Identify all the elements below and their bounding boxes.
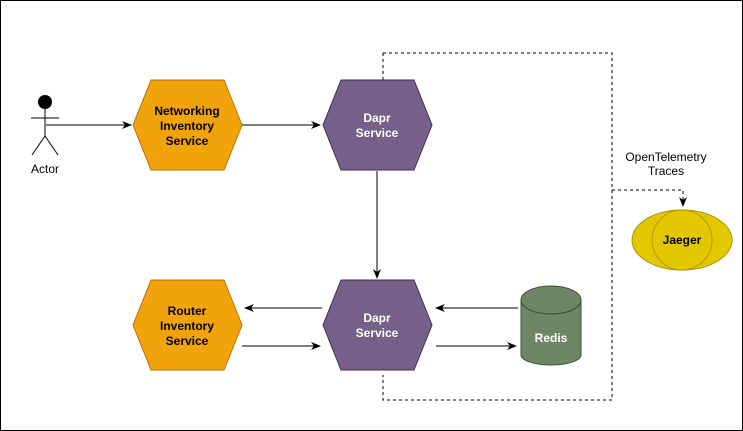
networking-label-line1: Networking bbox=[154, 104, 219, 118]
networking-label-line3: Service bbox=[166, 134, 209, 148]
networking-label-line2: Inventory bbox=[160, 119, 214, 133]
redis-label: Redis bbox=[535, 331, 568, 345]
router-inventory-service-node[interactable] bbox=[132, 279, 243, 371]
dapr-service-bottom-node[interactable] bbox=[322, 279, 433, 371]
jaeger-node[interactable] bbox=[631, 209, 733, 271]
otel-label-line2: Traces bbox=[648, 164, 684, 178]
actor-icon bbox=[31, 95, 59, 156]
dapr-service-top-node[interactable] bbox=[322, 79, 433, 171]
actor-label: Actor bbox=[31, 162, 59, 176]
tracing-boundary bbox=[382, 52, 613, 401]
jaeger-label: Jaeger bbox=[663, 233, 702, 247]
router-label-line2: Inventory bbox=[160, 319, 214, 333]
redis-node[interactable] bbox=[520, 285, 582, 366]
router-label-line1: Router bbox=[168, 304, 207, 318]
dapr-top-label-line2: Service bbox=[356, 126, 399, 140]
router-label-line3: Service bbox=[166, 334, 209, 348]
dapr-bottom-label-line2: Service bbox=[356, 326, 399, 340]
dapr-top-label-line1: Dapr bbox=[363, 111, 391, 125]
otel-label-line1: OpenTelemetry bbox=[625, 150, 706, 164]
dapr-bottom-label-line1: Dapr bbox=[363, 311, 391, 325]
